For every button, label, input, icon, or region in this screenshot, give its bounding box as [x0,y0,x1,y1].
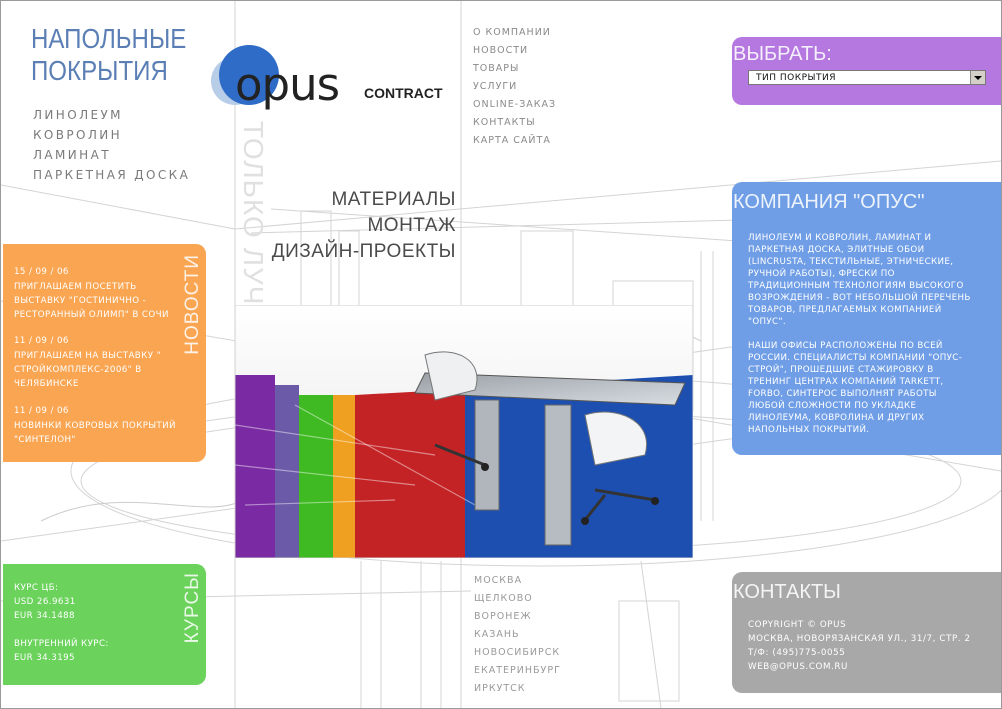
news-item[interactable]: 11 / 09 / 06 ПРИГЛАШАЕМ НА ВЫСТАВКУ " СТ… [14,334,186,391]
city-list: МОСКВА ЩЕЛКОВО ВОРОНЕЖ КАЗАНЬ НОВОСИБИРС… [474,572,561,698]
floor-type-select[interactable]: ТИП ПОКРЫТИЯ [748,70,986,85]
news-date: 11 / 09 / 06 [14,336,69,346]
choose-panel: ВЫБРАТЬ: ТИП ПОКРЫТИЯ [732,37,1001,105]
rate-internal-eur: EUR 34.3195 [14,653,75,663]
nav-contacts[interactable]: КОНТАКТЫ [473,117,536,128]
service-installation[interactable]: МОНТАЖ [367,215,456,236]
site-title-line1: НАПОЛЬНЫЕ [31,23,187,54]
nav-about[interactable]: О КОМПАНИИ [473,27,551,38]
site-title: НАПОЛЬНЫЕ ПОКРЫТИЯ [31,23,194,87]
nav-sitemap[interactable]: КАРТА САЙТА [473,135,551,146]
opus-logo[interactable]: opus CONTRACT [209,45,459,125]
copyright: COPYRIGHT © OPUS [748,620,847,630]
rates-heading: КУРСЫ [182,572,203,644]
company-panel: КОМПАНИЯ "ОПУС" ЛИНОЛЕУМ И КОВРОЛИН, ЛАМ… [732,182,1001,455]
news-date: 11 / 09 / 06 [14,406,69,416]
news-item[interactable]: 11 / 09 / 06 НОВИНКИ КОВРОВЫХ ПОКРЫТИЙ "… [14,404,186,447]
chevron-down-icon[interactable] [970,71,985,84]
rates-internal-label: ВНУТРЕННИЙ КУРС: [14,639,109,649]
logo-blue-circle [219,45,279,105]
company-paragraph-2: НАШИ ОФИСЫ РАСПОЛОЖЕНЫ ПО ВСЕЙ РОССИИ. С… [748,341,963,435]
city-link-ekaterinburg[interactable]: ЕКАТЕРИНБУРГ [474,665,561,676]
contacts-text: COPYRIGHT © OPUS МОСКВА, НОВОРЯЗАНСКАЯ У… [748,618,971,674]
company-text: ЛИНОЛЕУМ И КОВРОЛИН, ЛАМИНАТ И ПАРКЕТНАЯ… [748,232,976,448]
rates-panel: КУРСЫ КУРС ЦБ: USD 26.9631 EUR 34.1488 В… [3,564,206,685]
category-link-parquet[interactable]: ПАРКЕТНАЯ ДОСКА [33,168,191,182]
category-list: ЛИНОЛЕУМ КОВРОЛИН ЛАМИНАТ ПАРКЕТНАЯ ДОСК… [33,105,190,185]
choose-heading: ВЫБРАТЬ: [733,43,832,65]
category-link-carpet[interactable]: КОВРОЛИН [33,128,123,142]
city-link-schelkovo[interactable]: ЩЕЛКОВО [474,593,533,604]
city-link-irkutsk[interactable]: ИРКУТСК [474,683,526,694]
nav-news[interactable]: НОВОСТИ [473,45,529,56]
nav-products[interactable]: ТОВАРЫ [473,63,520,74]
service-design[interactable]: ДИЗАЙН-ПРОЕКТЫ [271,241,456,262]
service-materials[interactable]: МАТЕРИАЛЫ [331,189,456,210]
logo-sub: CONTRACT [364,85,443,101]
news-text[interactable]: НОВИНКИ КОВРОВЫХ ПОКРЫТИЙ "СИНТЕЛОН" [14,421,176,445]
news-date: 15 / 09 / 06 [14,267,69,277]
interior-photo [235,305,693,558]
rates-text: КУРС ЦБ: USD 26.9631 EUR 34.1488 ВНУТРЕН… [14,581,109,665]
news-panel: НОВОСТИ 15 / 09 / 06 ПРИГЛАШАЕМ ПОСЕТИТЬ… [3,244,206,462]
company-heading: КОМПАНИЯ "ОПУС" [733,191,925,213]
email-link[interactable]: WEB@OPUS.COM.RU [748,662,848,672]
site-title-line2: ПОКРЫТИЯ [31,55,168,86]
category-link-laminate[interactable]: ЛАМИНАТ [33,148,111,162]
news-text[interactable]: ПРИГЛАШАЕМ НА ВЫСТАВКУ " СТРОЙКОМПЛЕКС-2… [14,351,161,389]
logo-word: opus [235,58,339,111]
news-item[interactable]: 15 / 09 / 06 ПРИГЛАШАЕМ ПОСЕТИТЬ ВЫСТАВК… [14,265,186,322]
contacts-heading: КОНТАКТЫ [733,581,841,603]
phone: Т/Ф: (495)775-0055 [748,648,846,658]
floor-type-select-value: ТИП ПОКРЫТИЯ [756,73,836,83]
address: МОСКВА, НОВОРЯЗАНСКАЯ УЛ., 31/7, СТР. 2 [748,634,971,644]
main-nav: О КОМПАНИИ НОВОСТИ ТОВАРЫ УСЛУГИ ONLINE-… [473,24,556,150]
rates-cb-label: КУРС ЦБ: [14,583,59,593]
nav-online-order[interactable]: ONLINE-ЗАКАЗ [473,99,557,110]
city-link-novosibirsk[interactable]: НОВОСИБИРСК [474,647,561,658]
news-text[interactable]: ПРИГЛАШАЕМ ПОСЕТИТЬ ВЫСТАВКУ "ГОСТИНИЧНО… [14,282,169,320]
city-link-moscow[interactable]: МОСКВА [474,575,523,586]
rate-eur: EUR 34.1488 [14,611,75,621]
category-link-linoleum[interactable]: ЛИНОЛЕУМ [33,108,123,122]
city-link-kazan[interactable]: КАЗАНЬ [474,629,520,640]
services-list: МАТЕРИАЛЫ МОНТАЖ ДИЗАЙН-ПРОЕКТЫ [251,187,456,265]
nav-services[interactable]: УСЛУГИ [473,81,518,92]
city-link-voronezh[interactable]: ВОРОНЕЖ [474,611,532,622]
contacts-panel: КОНТАКТЫ COPYRIGHT © OPUS МОСКВА, НОВОРЯ… [732,572,1001,693]
company-paragraph-1: ЛИНОЛЕУМ И КОВРОЛИН, ЛАМИНАТ И ПАРКЕТНАЯ… [748,233,971,327]
rate-usd: USD 26.9631 [14,597,76,607]
